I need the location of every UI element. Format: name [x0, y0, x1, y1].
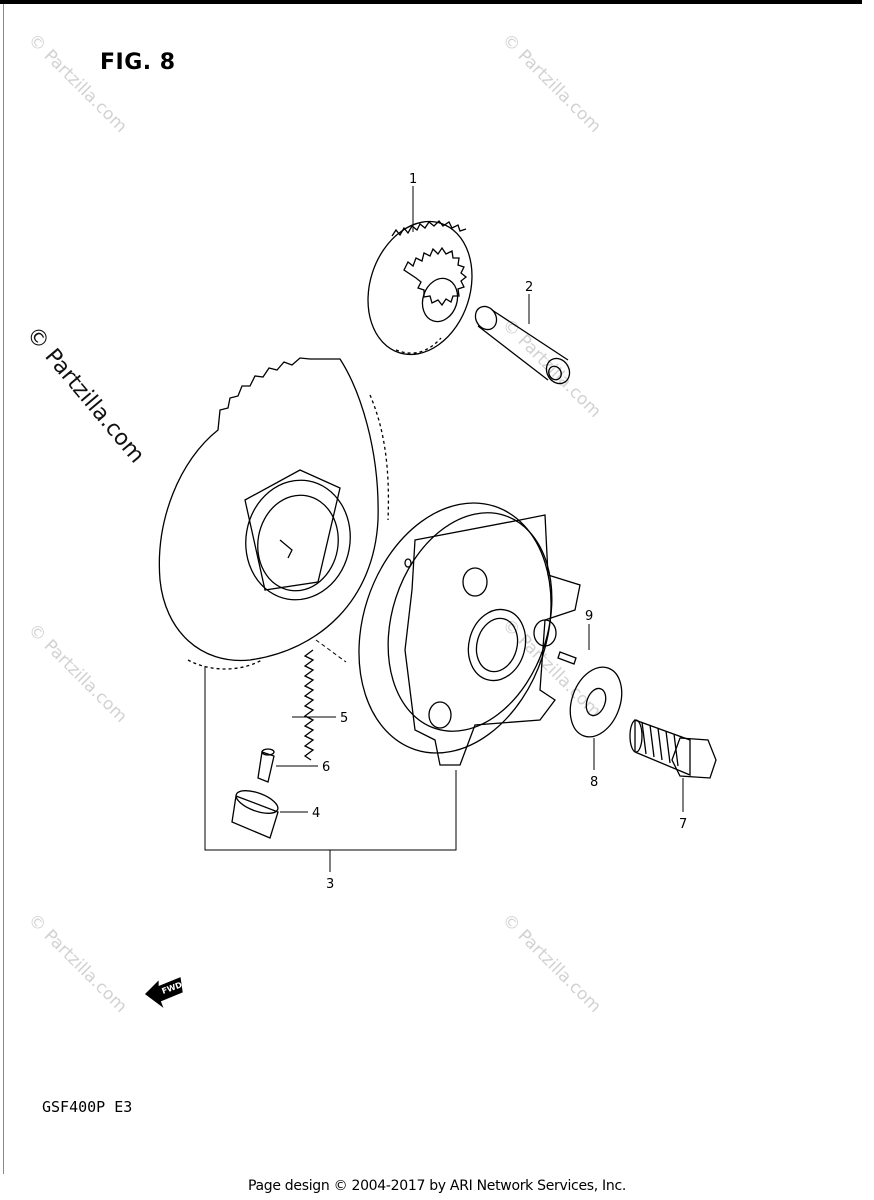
starter-driven-gear: [158, 357, 390, 670]
roller-part-4: [231, 790, 279, 839]
washer-part-8: [569, 666, 623, 738]
plunger-part-6: [257, 748, 275, 783]
page-footer: Page design © 2004-2017 by ARI Network S…: [247, 1178, 627, 1194]
forward-direction-arrow-icon: [145, 977, 183, 1008]
callout-3: 3: [326, 877, 334, 892]
callout-2: 2: [525, 280, 533, 295]
bolt-part-7: [629, 719, 717, 779]
spring-part-5: [303, 649, 315, 761]
key-part-9: [557, 651, 577, 665]
model-code: GSF400P E3: [42, 1098, 133, 1116]
callout-4: 4: [312, 806, 320, 821]
callout-6: 6: [322, 760, 330, 775]
starter-clutch-assembly: [358, 502, 581, 766]
callout-1: 1: [409, 172, 417, 187]
callout-5: 5: [340, 711, 348, 726]
leader-lines: [204, 186, 684, 872]
callout-9: 9: [585, 609, 593, 624]
figure-title: FIG. 8: [100, 50, 176, 75]
top-border: [0, 0, 862, 4]
callout-7: 7: [679, 817, 687, 832]
idle-gear-shaft-part-2: [474, 305, 571, 385]
left-border: [3, 4, 4, 1174]
callout-8: 8: [590, 775, 598, 790]
idle-gear-part-1: [367, 220, 473, 356]
